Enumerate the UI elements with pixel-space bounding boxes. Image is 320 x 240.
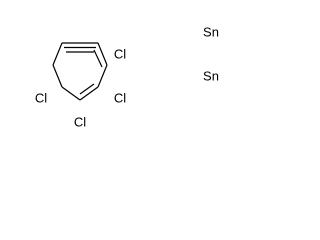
ring-bond-c4-c5 xyxy=(79,86,99,101)
cl-bottom-label: Cl xyxy=(74,115,86,130)
sn-top-label: Sn xyxy=(203,25,219,40)
cl-top-right-label: Cl xyxy=(114,47,126,62)
cl-right-label: Cl xyxy=(114,91,126,106)
ring-bond-c7-c1 xyxy=(52,42,63,66)
ring-bond-c6-c7 xyxy=(52,64,63,88)
ring-bond-c5-c6 xyxy=(61,86,81,101)
sn-bottom-label: Sn xyxy=(203,69,219,84)
ring-bond-c3-c4 xyxy=(97,64,108,88)
cl-left-label: Cl xyxy=(35,91,47,106)
benzyne-ring xyxy=(52,42,108,101)
ring-double-bond-c4-c5 xyxy=(79,83,95,95)
molecule-structure: Cl Cl Cl Cl Sn Sn xyxy=(35,25,219,130)
ring-bond-c2-c3 xyxy=(97,42,108,66)
atom-labels: Cl Cl Cl Cl Sn Sn xyxy=(35,25,219,130)
ring-double-bond-c2-c3 xyxy=(93,49,103,68)
